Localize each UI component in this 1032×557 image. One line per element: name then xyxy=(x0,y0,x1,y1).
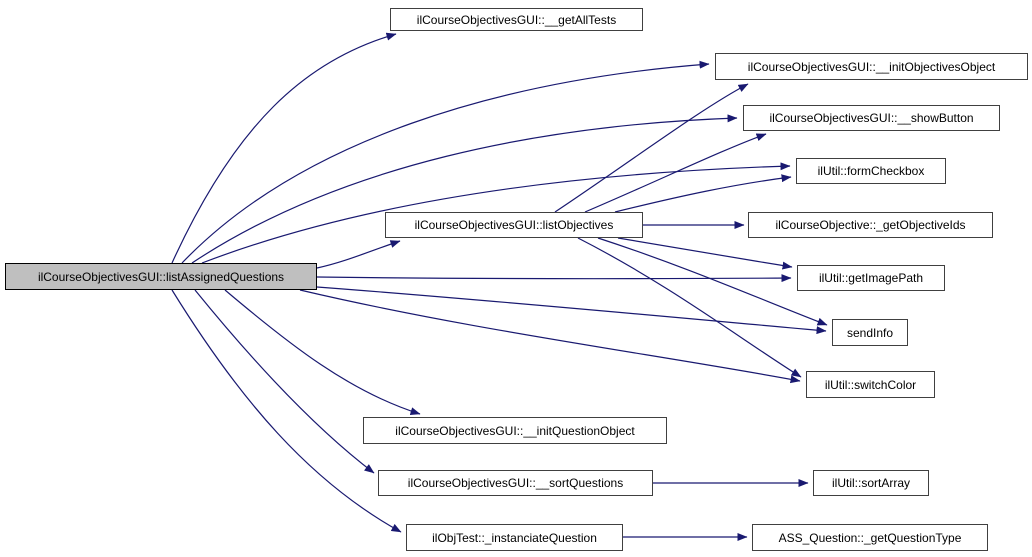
node-getImagePath[interactable]: ilUtil::getImagePath xyxy=(797,265,945,291)
edge-listAssignedQuestions-showButton xyxy=(191,114,738,264)
edge-listAssignedQuestions-sendInfo xyxy=(316,286,827,335)
edge-listAssignedQuestions-getAllTests xyxy=(171,32,397,264)
node-getAllTests[interactable]: ilCourseObjectivesGUI::__getAllTests xyxy=(390,8,643,31)
edge-listAssignedQuestions-instanciateQuestion xyxy=(171,289,402,533)
node-sortQuestions[interactable]: ilCourseObjectivesGUI::__sortQuestions xyxy=(378,470,653,496)
node-formCheckbox[interactable]: ilUtil::formCheckbox xyxy=(796,158,946,184)
edge-listObjectives-getImagePath xyxy=(617,237,793,270)
edge-listAssignedQuestions-getImagePath xyxy=(316,274,792,283)
node-listAssignedQuestions: ilCourseObjectivesGUI::listAssignedQuest… xyxy=(5,263,317,290)
edge-listObjectives-switchColor xyxy=(577,237,802,378)
edge-listObjectives-showButton xyxy=(584,133,767,213)
edge-listAssignedQuestions-initQuestionObject xyxy=(224,289,421,415)
edge-listAssignedQuestions-switchColor xyxy=(299,289,801,384)
node-getQuestionType[interactable]: ASS_Question::_getQuestionType xyxy=(752,524,988,551)
node-showButton[interactable]: ilCourseObjectivesGUI::__showButton xyxy=(743,105,1000,131)
node-switchColor[interactable]: ilUtil::switchColor xyxy=(806,371,935,398)
node-initObjectivesObject[interactable]: ilCourseObjectivesGUI::__initObjectivesO… xyxy=(715,53,1028,80)
node-instanciateQuestion[interactable]: ilObjTest::_instanciateQuestion xyxy=(406,524,623,551)
edge-listAssignedQuestions-sortQuestions xyxy=(194,289,375,474)
edge-listObjectives-formCheckbox xyxy=(614,174,792,213)
node-listObjectives[interactable]: ilCourseObjectivesGUI::listObjectives xyxy=(385,212,643,238)
edge-listAssignedQuestions-formCheckbox xyxy=(201,162,791,264)
node-sortArray[interactable]: ilUtil::sortArray xyxy=(813,470,929,496)
edge-listAssignedQuestions-initObjectivesObject xyxy=(181,60,710,264)
edge-listObjectives-initObjectivesObject xyxy=(554,83,749,213)
node-sendInfo[interactable]: sendInfo xyxy=(832,319,908,346)
node-getObjectiveIds[interactable]: ilCourseObjective::_getObjectiveIds xyxy=(748,212,993,238)
edge-listObjectives-sendInfo xyxy=(597,237,828,326)
node-initQuestionObject[interactable]: ilCourseObjectivesGUI::__initQuestionObj… xyxy=(363,417,667,444)
edge-listAssignedQuestions-listObjectives xyxy=(316,240,401,269)
